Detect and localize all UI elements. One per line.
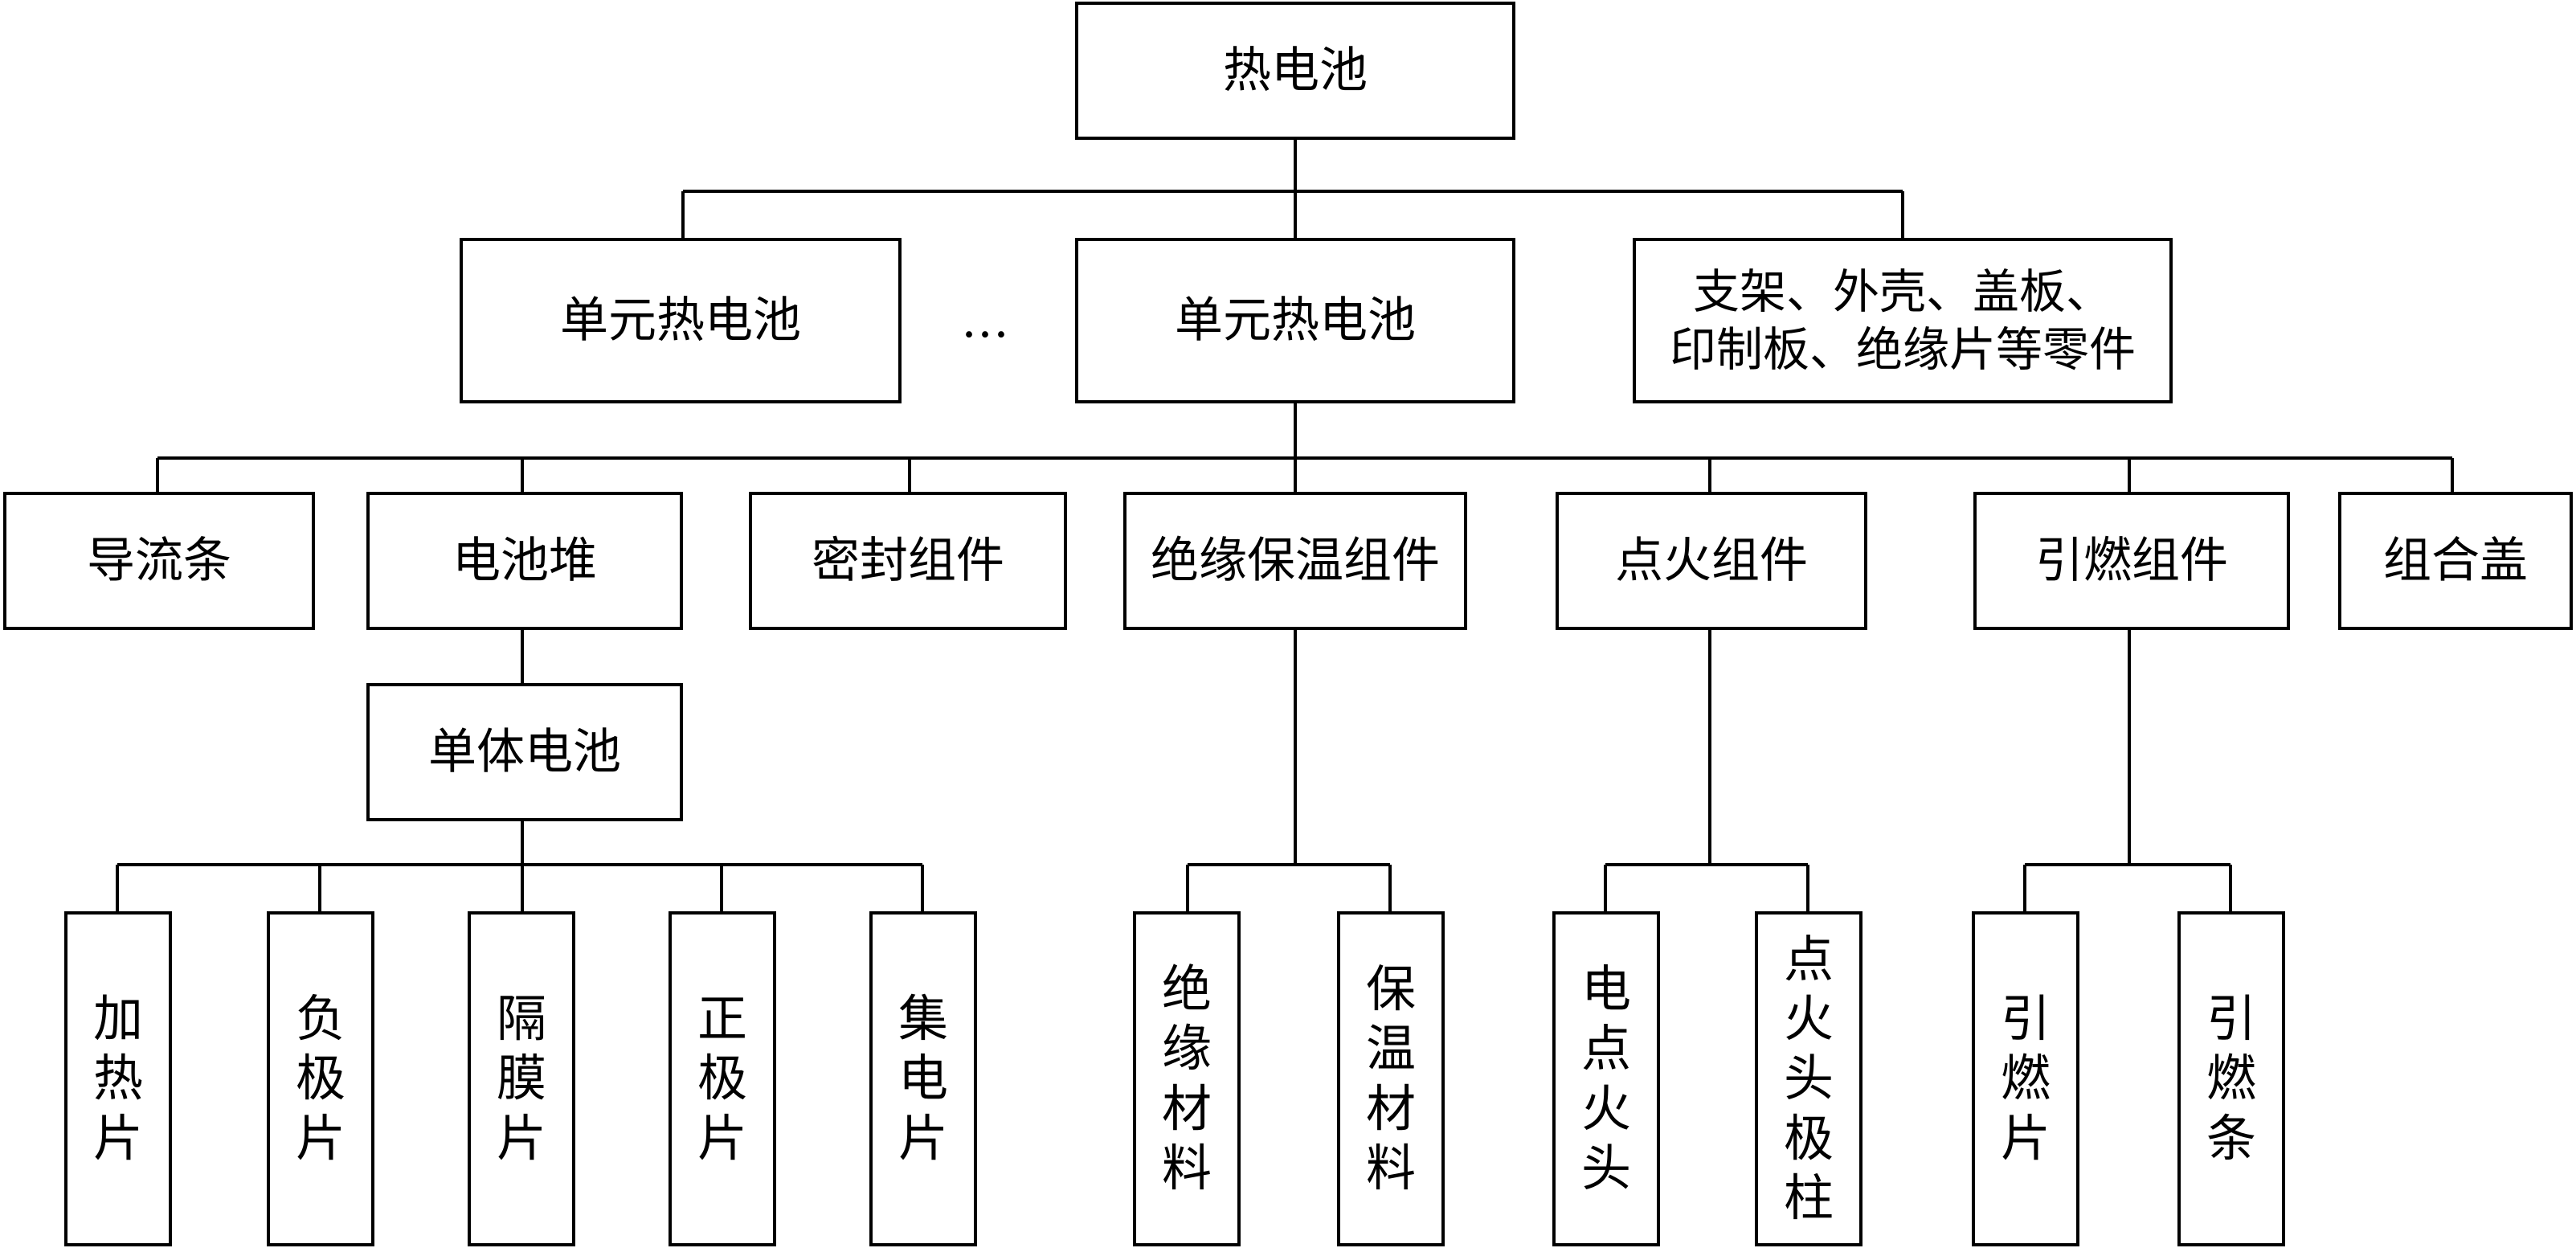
leaf-electric-igniter-label: 电点火头 bbox=[1581, 959, 1632, 1197]
leaf-ignition-sheet: 引燃片 bbox=[1972, 911, 2079, 1246]
ellipsis-more-units: … bbox=[961, 293, 1009, 349]
node-unit-battery-b-label: 单元热电池 bbox=[1175, 293, 1416, 349]
leaf-igniter-post: 点火头极柱 bbox=[1755, 911, 1862, 1246]
node-combination-cover: 组合盖 bbox=[2338, 492, 2573, 630]
node-ignition-assembly: 点火组件 bbox=[1556, 492, 1867, 630]
node-root: 热电池 bbox=[1075, 2, 1515, 140]
leaf-collector-plate-label: 集电片 bbox=[898, 988, 949, 1168]
leaf-positive-plate-label: 正极片 bbox=[697, 988, 748, 1168]
leaf-negative-plate: 负极片 bbox=[267, 911, 374, 1246]
leaf-ignition-strip: 引燃条 bbox=[2177, 911, 2285, 1246]
node-igniter-assembly-label: 引燃组件 bbox=[2035, 533, 2228, 589]
node-unit-battery-a-label: 单元热电池 bbox=[560, 293, 801, 349]
node-seal-assembly-label: 密封组件 bbox=[812, 533, 1004, 589]
leaf-negative-plate-label: 负极片 bbox=[296, 988, 346, 1168]
node-ignition-assembly-label: 点火组件 bbox=[1615, 533, 1808, 589]
node-seal-assembly: 密封组件 bbox=[749, 492, 1067, 630]
node-flow-strip: 导流条 bbox=[3, 492, 315, 630]
node-unit-battery-b: 单元热电池 bbox=[1075, 238, 1515, 403]
node-battery-stack: 电池堆 bbox=[366, 492, 683, 630]
node-structural-parts: 支架、外壳、盖板、 印制板、绝缘片等零件 bbox=[1633, 238, 2173, 403]
leaf-igniter-post-label: 点火头极柱 bbox=[1784, 929, 1834, 1228]
node-flow-strip-label: 导流条 bbox=[87, 533, 231, 589]
leaf-positive-plate: 正极片 bbox=[669, 911, 776, 1246]
node-insulation-assembly: 绝缘保温组件 bbox=[1123, 492, 1467, 630]
leaf-separator-label: 隔膜片 bbox=[497, 988, 547, 1168]
node-single-cell: 单体电池 bbox=[366, 683, 683, 821]
node-structural-parts-label: 支架、外壳、盖板、 印制板、绝缘片等零件 bbox=[1669, 264, 2136, 378]
leaf-heating-plate: 加热片 bbox=[64, 911, 172, 1246]
node-unit-battery-a: 单元热电池 bbox=[460, 238, 902, 403]
node-igniter-assembly: 引燃组件 bbox=[1973, 492, 2290, 630]
node-battery-stack-label: 电池堆 bbox=[452, 533, 597, 589]
leaf-insulating-material: 绝缘材料 bbox=[1133, 911, 1241, 1246]
leaf-separator: 隔膜片 bbox=[468, 911, 575, 1246]
node-single-cell-label: 单体电池 bbox=[428, 724, 621, 780]
node-insulation-assembly-label: 绝缘保温组件 bbox=[1151, 533, 1440, 589]
leaf-heating-plate-label: 加热片 bbox=[93, 988, 144, 1168]
node-root-label: 热电池 bbox=[1223, 43, 1368, 99]
node-combination-cover-label: 组合盖 bbox=[2383, 533, 2528, 589]
leaf-thermal-material-label: 保温材料 bbox=[1366, 959, 1417, 1197]
leaf-insulating-material-label: 绝缘材料 bbox=[1162, 959, 1212, 1197]
leaf-ignition-sheet-label: 引燃片 bbox=[2001, 988, 2051, 1168]
leaf-collector-plate: 集电片 bbox=[869, 911, 977, 1246]
leaf-ignition-strip-label: 引燃条 bbox=[2206, 988, 2257, 1168]
leaf-thermal-material: 保温材料 bbox=[1337, 911, 1445, 1246]
leaf-electric-igniter: 电点火头 bbox=[1552, 911, 1660, 1246]
